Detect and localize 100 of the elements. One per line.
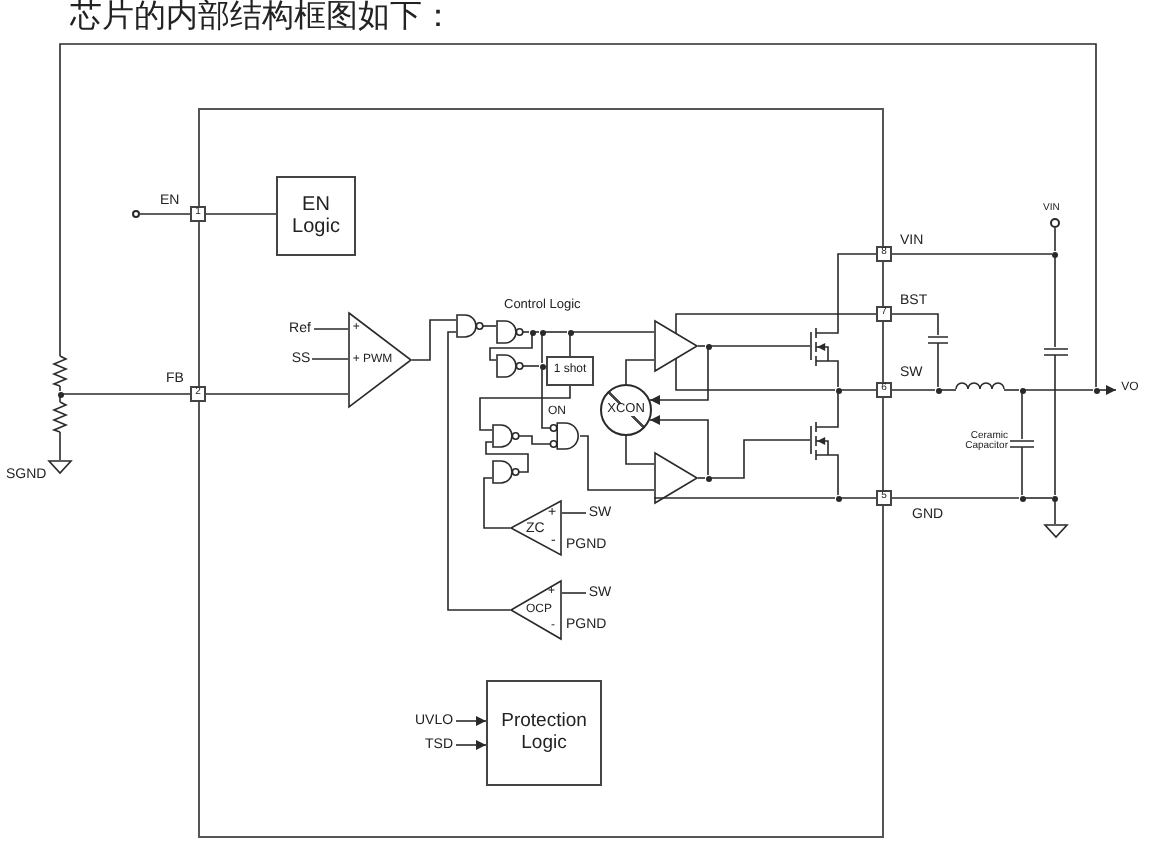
wire [1054, 500, 1056, 525]
wire [1021, 446, 1023, 496]
logic-gate-symbol [550, 422, 580, 450]
wire [59, 396, 61, 403]
wire [891, 389, 936, 391]
wire [59, 43, 1097, 388]
wire [534, 331, 540, 333]
wire [710, 345, 811, 347]
wire [1054, 227, 1056, 252]
wire [937, 342, 939, 388]
chip-outline [198, 108, 884, 838]
wire [675, 358, 836, 391]
ground-symbol [48, 460, 72, 474]
wire [485, 441, 529, 473]
resistor-symbol [54, 402, 66, 432]
logic-gate-symbol [496, 354, 522, 378]
wire [139, 213, 191, 215]
wire [831, 392, 839, 428]
junction-dot [935, 387, 941, 393]
wire [840, 497, 877, 499]
xcon-circle [600, 384, 652, 436]
terminal-circle [132, 210, 140, 218]
logic-gate-symbol [456, 314, 482, 338]
wire [653, 497, 836, 499]
arrow [649, 348, 709, 405]
arrow [455, 716, 487, 726]
wire [572, 331, 655, 333]
junction-dot [835, 387, 841, 393]
wire [625, 435, 655, 465]
wire [1021, 392, 1023, 440]
wire [541, 334, 543, 364]
wire [697, 345, 706, 347]
junction-dot [1052, 495, 1058, 501]
wire [561, 512, 587, 514]
junction-dot [1052, 251, 1058, 257]
capacitor-symbol [1010, 439, 1034, 447]
wire [313, 328, 349, 330]
mosfet-symbol [810, 328, 832, 366]
wire [831, 360, 839, 388]
wire [697, 477, 706, 479]
wire [59, 431, 61, 461]
junction-dot [1093, 387, 1099, 393]
junction-dot [1019, 495, 1025, 501]
wire [521, 365, 540, 367]
wire [1003, 389, 1020, 391]
resistor-symbol [54, 356, 66, 386]
wire [561, 592, 587, 594]
arrow [1098, 385, 1117, 395]
junction-dot [835, 495, 841, 501]
arrow [455, 740, 487, 750]
wire [569, 334, 571, 357]
wire [479, 385, 571, 431]
wire [1054, 256, 1056, 348]
wire [891, 313, 939, 336]
driver-amplifier-symbol [654, 452, 698, 504]
wire [447, 331, 511, 611]
logic-gate-symbol [492, 424, 518, 448]
comparator-symbol [348, 312, 412, 408]
comparator-symbol [510, 580, 562, 640]
wire [579, 435, 655, 491]
wire [541, 368, 551, 429]
wire [1024, 389, 1094, 391]
wire [831, 454, 839, 496]
wire [521, 331, 530, 333]
junction-dot [1019, 387, 1025, 393]
wire [59, 385, 61, 392]
wire [481, 325, 497, 327]
wire [940, 389, 957, 391]
wire [544, 331, 568, 333]
logic-block: EN Logic [276, 176, 356, 256]
junction-dot [529, 329, 535, 335]
ground-symbol [1043, 524, 1067, 538]
wire [483, 477, 511, 529]
junction-dot [539, 363, 545, 369]
junction-dot [705, 475, 711, 481]
wire [311, 358, 349, 360]
wire [891, 253, 1053, 255]
capacitor-symbol [1043, 347, 1067, 355]
wire [411, 319, 457, 361]
wire [831, 253, 877, 334]
wire [710, 439, 811, 479]
junction-dot [567, 329, 573, 335]
wire [675, 313, 877, 334]
arrow [649, 415, 709, 476]
wire [840, 389, 877, 391]
comparator-symbol [510, 500, 562, 556]
inductor-symbol [956, 382, 1004, 390]
mosfet-symbol [810, 422, 832, 460]
wire [205, 393, 349, 395]
logic-gate-symbol [492, 460, 518, 484]
wire [1054, 354, 1056, 496]
junction-dot [705, 343, 711, 349]
wire [205, 213, 277, 215]
wire [1024, 497, 1053, 499]
logic-gate-symbol [496, 320, 522, 344]
wire [891, 497, 1020, 499]
wire [517, 435, 551, 445]
terminal-circle [1050, 218, 1060, 228]
wire [62, 393, 191, 395]
wire [625, 359, 655, 385]
